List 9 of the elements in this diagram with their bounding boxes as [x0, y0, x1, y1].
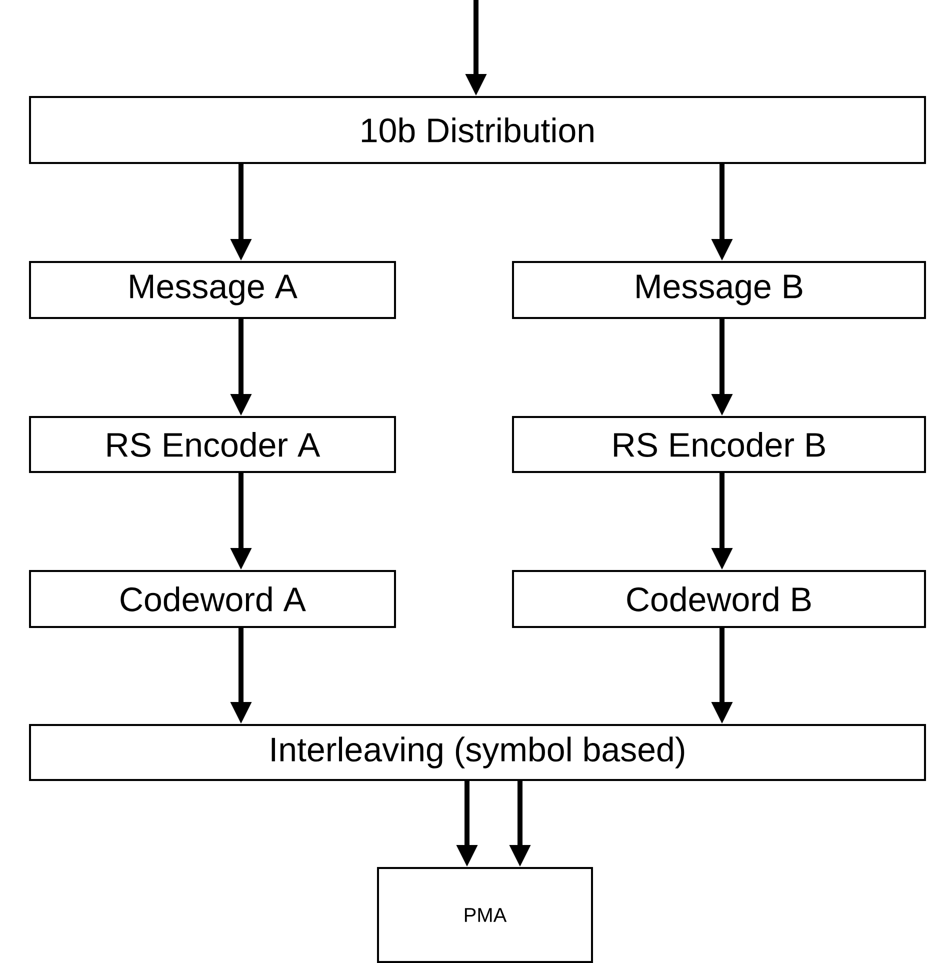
process-box: Interleaving (symbol based): [29, 724, 926, 781]
process-box: 10b Distribution: [29, 96, 926, 164]
process-box: PMA: [377, 867, 593, 963]
process-box: RS Encoder A: [29, 416, 396, 473]
process-box: RS Encoder B: [512, 416, 926, 473]
process-box: Codeword A: [29, 570, 396, 628]
process-box: Message B: [512, 261, 926, 319]
process-box: Message A: [29, 261, 396, 319]
process-box: Codeword B: [512, 570, 926, 628]
